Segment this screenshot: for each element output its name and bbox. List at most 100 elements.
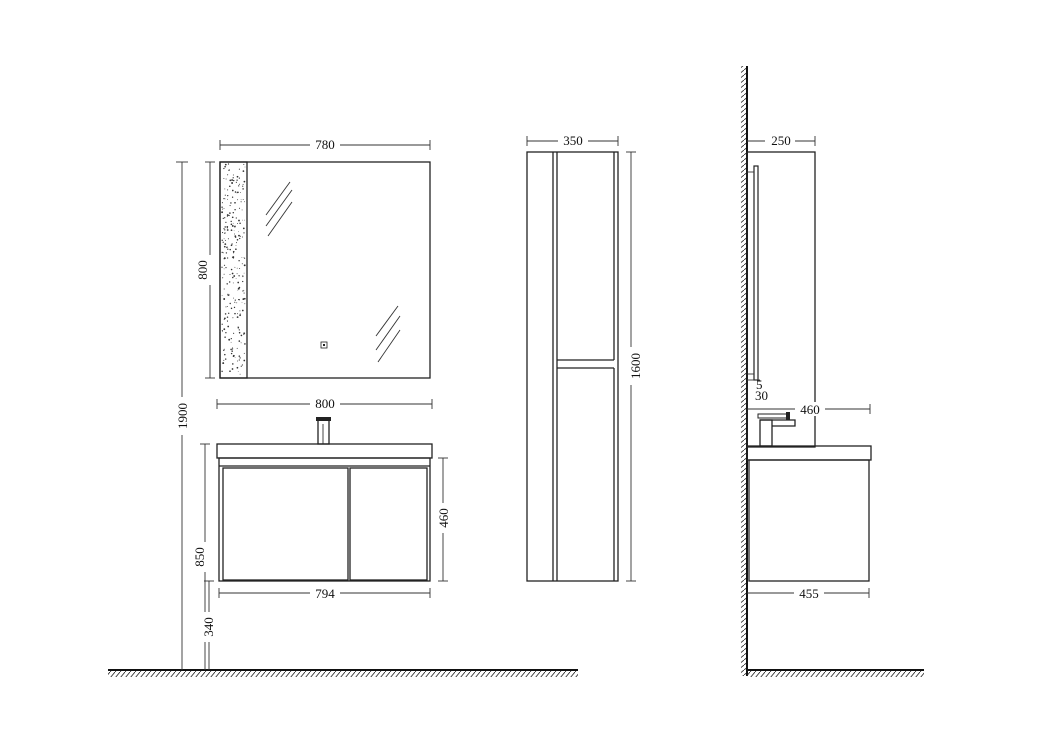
- speckle-dot: [237, 298, 240, 301]
- speckle-dot: [234, 299, 236, 301]
- speckle-dot: [236, 302, 238, 304]
- speckle-dot: [222, 331, 223, 333]
- vanity-door-left: [222, 467, 349, 581]
- speckle-dot: [243, 257, 245, 259]
- speckle-dot: [234, 225, 236, 227]
- speckle-dot: [232, 363, 234, 365]
- speckle-dot: [239, 314, 241, 317]
- speckle-dot: [226, 215, 228, 217]
- speckle-dot: [223, 288, 225, 290]
- basin-top: [216, 443, 433, 459]
- speckle-dot: [241, 209, 243, 211]
- overall-height-label: 1900: [175, 403, 190, 429]
- mirror-reflection-lines-top: [265, 181, 293, 237]
- speckle-dot: [239, 237, 241, 239]
- speckle-dot: [240, 201, 242, 203]
- mirror-width-label: 780: [315, 137, 335, 152]
- speckle-dot: [231, 243, 233, 245]
- speckle-dot: [223, 252, 225, 254]
- speckle-dot: [232, 256, 234, 259]
- speckle-dot: [243, 352, 245, 354]
- speckle-dot: [229, 185, 231, 187]
- speckle-dot: [223, 258, 225, 260]
- speckle-dot: [239, 268, 241, 269]
- mirror: [219, 161, 431, 379]
- speckle-dot: [231, 179, 234, 181]
- speckle-dot: [231, 189, 234, 192]
- speckle-dot: [232, 179, 235, 182]
- dim-tall-cabinet-width: 350: [526, 133, 619, 148]
- speckle-dot: [239, 191, 241, 193]
- speckle-dot: [236, 313, 238, 314]
- speckle-dot: [225, 221, 227, 224]
- speckle-dot: [223, 245, 226, 248]
- speckle-dot: [223, 208, 225, 210]
- speckle-dot: [230, 348, 232, 351]
- speckle-dot: [236, 239, 239, 241]
- speckle-dot: [221, 202, 223, 204]
- speckle-dot: [227, 174, 229, 176]
- speckle-dot: [241, 309, 244, 312]
- speckle-dot: [221, 323, 223, 325]
- cabinet-height-label: 460: [436, 508, 451, 528]
- speckle-dot: [244, 166, 246, 168]
- speckle-dot: [243, 180, 246, 183]
- speckle-dot: [227, 238, 229, 240]
- speckle-dot: [224, 226, 226, 228]
- speckle-dot: [223, 318, 225, 320]
- speckle-dot: [229, 274, 231, 275]
- speckle-dot: [221, 370, 223, 373]
- speckle-dot: [235, 181, 237, 183]
- side-gap-small-label: 5: [756, 377, 763, 392]
- speckle-dot: [239, 373, 241, 375]
- speckle-dot: [230, 244, 233, 247]
- speckle-dot: [225, 252, 228, 254]
- side-vanity-body: [748, 459, 870, 582]
- speckle-dot: [232, 252, 234, 254]
- mirror-height-label: 800: [195, 260, 210, 280]
- speckle-dot: [233, 332, 235, 334]
- dim-side-basin-depth: 460: [747, 402, 871, 417]
- speckle-dot: [241, 364, 243, 366]
- speckle-dot: [227, 293, 229, 296]
- speckle-dot: [223, 348, 225, 350]
- speckle-dot: [228, 312, 230, 314]
- speckle-dot: [223, 359, 225, 361]
- speckle-dot: [229, 205, 231, 207]
- speckle-dot: [222, 277, 224, 279]
- speckle-dot: [242, 188, 244, 190]
- speckle-dot: [233, 297, 234, 299]
- vanity-height-label: 850: [192, 547, 207, 567]
- speckle-dot: [236, 366, 239, 369]
- speckle-dot: [231, 272, 234, 275]
- side-basin-top: [746, 445, 872, 461]
- speckle-dot: [242, 298, 245, 301]
- speckle-dot: [241, 263, 243, 265]
- speckle-dot: [231, 182, 234, 184]
- speckle-dot: [238, 260, 240, 262]
- dim-floor-clearance: 340: [201, 580, 217, 670]
- speckle-dot: [232, 177, 234, 179]
- speckle-dot: [226, 225, 229, 228]
- speckle-dot: [230, 202, 232, 204]
- speckle-dot: [242, 227, 245, 230]
- speckle-dot: [234, 235, 237, 237]
- speckle-dot: [237, 281, 240, 284]
- speckle-dot: [228, 338, 231, 341]
- speckle-dot: [240, 199, 242, 201]
- tall-cabinet-height-label: 1600: [628, 353, 643, 379]
- speckle-dot: [244, 303, 246, 305]
- speckle-dot: [229, 370, 231, 373]
- speckle-dot: [232, 211, 235, 214]
- speckle-dot: [238, 359, 240, 361]
- side-faucet: [757, 412, 796, 447]
- speckle-dot: [230, 338, 232, 340]
- speckle-dot: [224, 229, 226, 231]
- speckle-dot: [242, 290, 244, 292]
- dim-overall-height: 1900: [174, 161, 190, 670]
- speckle-dot: [234, 191, 237, 193]
- speckle-dot: [230, 307, 233, 310]
- speckle-dot: [227, 194, 229, 197]
- speckle-dot: [224, 217, 226, 219]
- speckle-dot: [232, 222, 234, 224]
